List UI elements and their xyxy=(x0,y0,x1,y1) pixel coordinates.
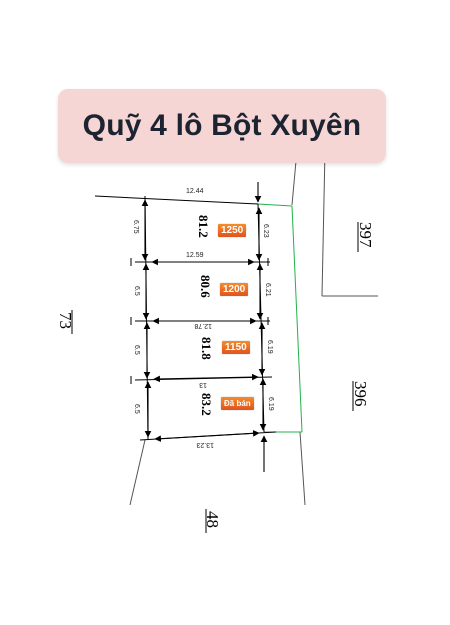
tick-marks xyxy=(130,258,269,384)
lot-boundary-green xyxy=(257,203,303,433)
parcel-number-48: 48 xyxy=(203,511,222,528)
dim-label-left-3: 6.5 xyxy=(133,345,140,355)
dim-label-width-3: 12.78 xyxy=(194,322,212,329)
lot-1-area: 81.2 xyxy=(196,215,211,238)
lot-1-price-tag: 1250 xyxy=(218,224,247,237)
lot-4-area: 83.2 xyxy=(199,393,214,416)
dim-label-left-4: 6.5 xyxy=(133,404,140,414)
dim-label-width-4: 13 xyxy=(199,381,207,388)
dim-label-top-width: 12.44 xyxy=(186,188,204,195)
parcel-number-397: 397 xyxy=(356,222,375,248)
dim-label-width-2: 12.59 xyxy=(186,252,204,259)
lot-top-edge xyxy=(257,203,293,207)
boundary-line xyxy=(321,149,326,297)
dim-label-right-1: 6.23 xyxy=(262,224,269,238)
dim-arrow xyxy=(153,373,259,383)
dim-label-right-4: 6.19 xyxy=(267,397,274,411)
top-road-line xyxy=(94,195,259,205)
lot-right-edge xyxy=(291,205,303,433)
boundary-line xyxy=(129,439,146,506)
dim-arrow xyxy=(154,430,260,442)
lot-2-price-tag: 1200 xyxy=(220,283,249,296)
title-banner: Quỹ 4 lô Bột Xuyên xyxy=(58,89,386,163)
parcel-number-396: 396 xyxy=(351,381,370,407)
lot-3-area: 81.8 xyxy=(199,337,214,360)
right-dimension-arrows xyxy=(254,182,268,472)
width-dimension-arrows xyxy=(151,258,260,442)
dim-label-left-2: 6.5 xyxy=(133,286,140,296)
lot-4-sold-tag: Đã bán xyxy=(221,397,254,410)
parcel-number-73: 73 xyxy=(56,312,75,329)
dim-label-left-1: 6.75 xyxy=(132,220,139,234)
dim-label-right-2: 6.21 xyxy=(264,283,271,297)
lot-2-area: 80.6 xyxy=(198,275,213,298)
dim-label-bottom-width: 13.23 xyxy=(196,441,214,448)
banner-title: Quỹ 4 lô Bột Xuyên xyxy=(82,109,362,142)
surrounding-parcel-lines xyxy=(129,149,378,506)
lot-3-price-tag: 1150 xyxy=(222,341,250,354)
boundary-line xyxy=(299,431,306,506)
left-dimension-arrows xyxy=(141,199,152,438)
dim-label-right-3: 6.19 xyxy=(266,340,273,354)
